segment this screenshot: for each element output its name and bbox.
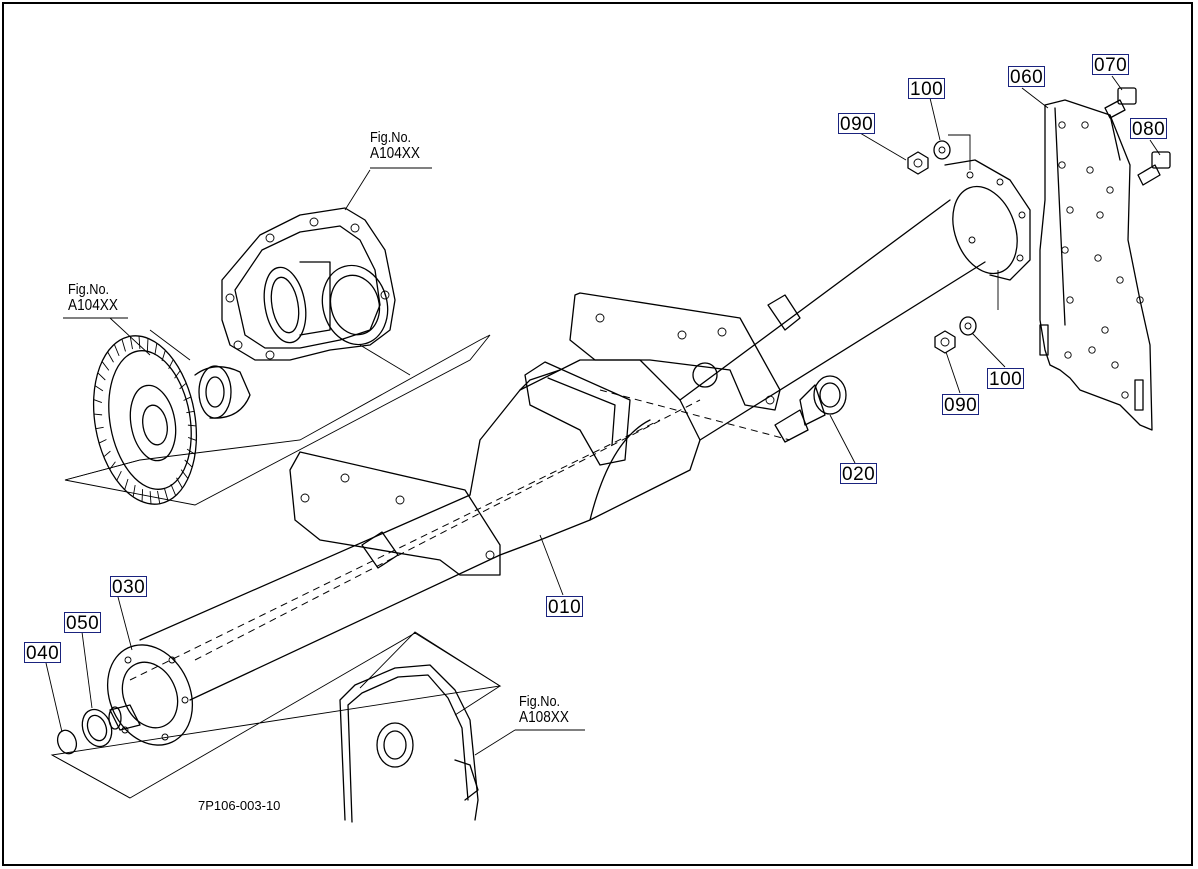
plate-hole — [1064, 351, 1072, 359]
gear-tooth — [184, 459, 193, 468]
gear-tooth — [187, 436, 197, 441]
gear-tooth — [98, 439, 107, 444]
gear-tooth — [168, 359, 174, 370]
figure-ref-label: Fig.No. — [68, 281, 110, 298]
plate-hole — [1094, 254, 1102, 262]
plate-hole — [1066, 206, 1074, 214]
plate-hole — [1061, 246, 1069, 254]
plate-hole — [1136, 296, 1144, 304]
gear-tooth — [180, 469, 189, 479]
leader-lines — [45, 75, 1161, 756]
plate-hole — [1058, 121, 1066, 129]
seal-circlip — [56, 708, 113, 755]
plate-hole — [1088, 346, 1096, 354]
callout-060[interactable]: 060 — [1008, 66, 1046, 88]
axle-housing — [50, 159, 1031, 799]
figure-ref-code: A104XX — [370, 145, 420, 162]
bushing-020 — [774, 375, 847, 443]
plate-hole — [1086, 166, 1094, 174]
gear-tooth — [186, 410, 195, 414]
gear-tooth — [93, 413, 103, 416]
bolts — [1104, 87, 1171, 186]
side-plate-060 — [1039, 99, 1153, 431]
figure-ref-label: Fig.No. — [519, 693, 561, 710]
drawing-number: 7P106-003-10 — [198, 798, 281, 813]
figure-ref-label: Fig.No. — [370, 129, 412, 146]
gear-tooth — [132, 484, 136, 497]
gear-tooth — [116, 470, 122, 481]
plate-hole — [1111, 361, 1119, 369]
callout-090-top[interactable]: 090 — [838, 113, 876, 135]
differential-housing — [221, 207, 411, 376]
callout-070[interactable]: 070 — [1092, 54, 1130, 76]
callout-090-bottom[interactable]: 090 — [942, 394, 980, 416]
gear-tooth — [95, 426, 104, 430]
gear-tooth — [157, 490, 161, 504]
gear-tooth — [161, 350, 166, 362]
final-case — [339, 631, 501, 823]
gear-tooth — [154, 343, 158, 356]
gear-tooth — [101, 361, 110, 371]
plate-hole — [1096, 211, 1104, 219]
plate-hole — [1101, 326, 1109, 334]
gear-tooth — [124, 478, 129, 490]
gear-tooth — [113, 344, 120, 357]
gear-tooth — [176, 477, 183, 489]
gear-tooth — [107, 351, 114, 363]
plate-hole — [1106, 186, 1114, 194]
gear-tooth — [129, 336, 133, 350]
callout-040[interactable]: 040 — [24, 642, 62, 664]
gear-tooth — [170, 483, 177, 496]
figure-ref-code: A104XX — [68, 297, 118, 314]
gear-tooth — [97, 372, 106, 381]
callout-080[interactable]: 080 — [1130, 118, 1168, 140]
gear-tooth — [149, 491, 152, 504]
gear-tooth — [183, 396, 192, 401]
figure-ref-housing[interactable]: Fig.No. A104XX — [370, 130, 420, 162]
gear-tooth — [94, 385, 104, 392]
gear-tooth — [179, 382, 187, 390]
callout-030[interactable]: 030 — [110, 576, 148, 598]
plate-hole — [1058, 161, 1066, 169]
callout-100-top[interactable]: 100 — [908, 78, 946, 100]
gear-tooth — [141, 489, 144, 502]
gear-tooth — [164, 488, 169, 502]
figure-ref-code: A108XX — [519, 709, 569, 726]
figure-ref-gear[interactable]: Fig.No. A104XX — [68, 282, 118, 314]
callout-020[interactable]: 020 — [840, 463, 878, 485]
callout-100-bottom[interactable]: 100 — [987, 368, 1025, 390]
figure-ref-final-case[interactable]: Fig.No. A108XX — [519, 694, 569, 726]
nuts-washers — [907, 134, 999, 354]
plate-hole — [1066, 296, 1074, 304]
gear-tooth — [103, 450, 111, 458]
gear-tooth — [109, 461, 116, 470]
plate-hole — [1121, 391, 1129, 399]
gear-tooth — [93, 399, 103, 404]
gear-tooth — [121, 338, 126, 352]
plate-hole — [1116, 276, 1124, 284]
callout-050[interactable]: 050 — [64, 612, 102, 634]
gear-tooth — [146, 338, 149, 351]
plate-hole — [1081, 121, 1089, 129]
gear-tooth — [186, 448, 196, 455]
gear-tooth — [138, 336, 141, 349]
gear-tooth — [174, 370, 181, 379]
bevel-gear-assembly — [64, 329, 491, 506]
callout-010[interactable]: 010 — [546, 596, 584, 618]
gear-tooth — [187, 424, 197, 427]
